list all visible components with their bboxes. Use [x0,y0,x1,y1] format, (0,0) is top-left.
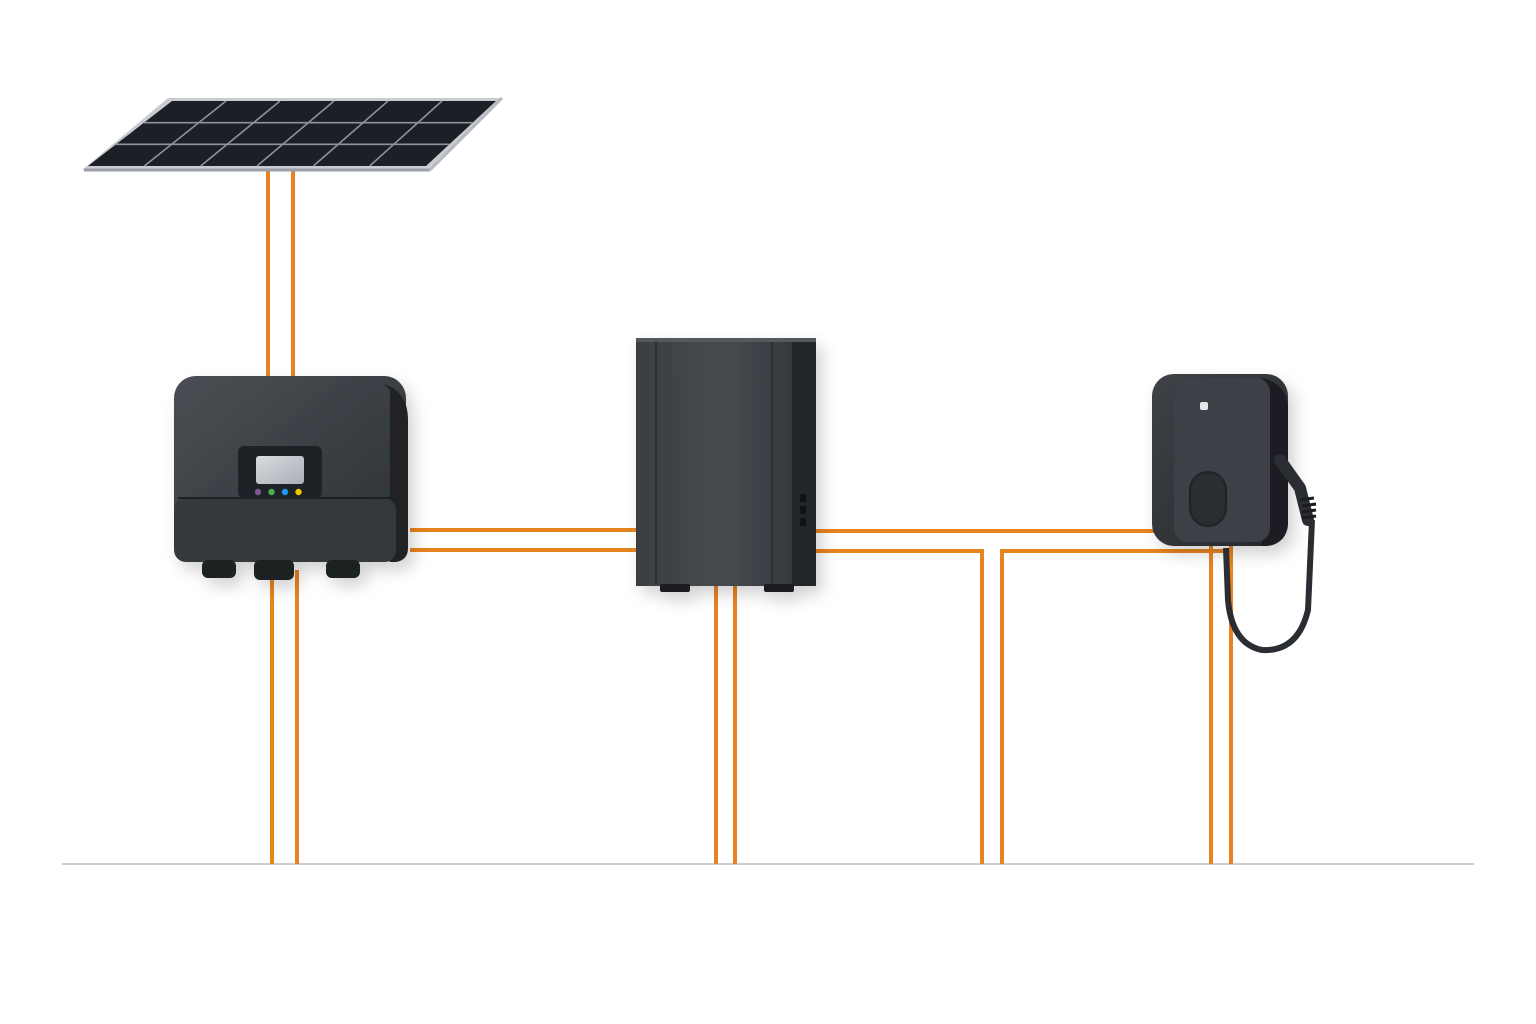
cable-inverter-to-ground [270,570,299,864]
solar-panel-icon [82,96,504,172]
cable-solar-to-inverter [266,170,295,378]
battery-cabinet-icon [636,338,816,592]
status-led-icon [254,488,262,496]
inverter-icon [174,376,408,580]
cables [266,170,1233,864]
cable-battery-to-ground [714,586,737,864]
cable-ev-charger-to-ground [1209,545,1233,864]
inverter-ports [202,560,360,580]
ev-charger-icon [1152,374,1317,654]
ev-charger-connector-port [1189,471,1227,527]
status-led-icon [281,488,289,496]
inverter-screen [256,456,304,484]
inverter-status-leds [254,488,302,496]
status-led-icon [268,488,275,496]
cable-battery-to-ev-charger [816,529,1230,864]
status-led-icon [295,488,302,496]
ev-charging-cable [1223,454,1317,654]
cable-inverter-to-battery [410,528,638,552]
